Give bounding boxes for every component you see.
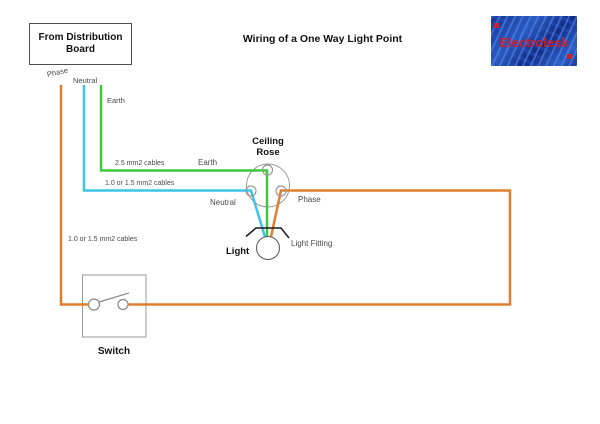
light-fitting-label: Light Fitting <box>291 239 333 248</box>
switch-lever <box>97 292 130 304</box>
neutral-label-run: Neutral <box>210 198 236 207</box>
switch-terminal-left <box>87 298 101 311</box>
earth-wire <box>99 85 269 237</box>
logo-square-bottom-right <box>567 54 572 59</box>
earth-label-run: Earth <box>198 158 218 167</box>
distribution-board-box: From Distribution Board <box>29 23 132 65</box>
light-bulb <box>256 236 280 260</box>
page-title: Wiring of a One Way Light Point <box>242 33 403 45</box>
neutral-label-top: Neutral <box>73 76 98 85</box>
phase-wire-feed <box>59 85 89 306</box>
light-label: Light <box>226 246 250 257</box>
earth-label-top: Earth <box>107 96 125 105</box>
switch-label: Switch <box>97 346 131 357</box>
rose-cable-size-label: 1.0 or 1.5 mm2 cables <box>105 180 175 187</box>
rose-earth-terminal <box>261 164 274 176</box>
logo-square-top-left <box>494 23 499 28</box>
distribution-board-label: From Distribution Board <box>38 31 123 56</box>
rose-neutral-terminal <box>245 185 257 197</box>
rose-phase-terminal <box>275 185 287 197</box>
ceiling-rose-label: Ceiling Rose <box>252 136 284 158</box>
brand-logo: Electrolesk <box>491 16 577 66</box>
logo-text: Electrolesk <box>499 35 569 50</box>
phase-wire-switched <box>128 189 512 306</box>
switch-cable-size-label: 1.0 or 1.5 mm2 cables <box>68 236 138 243</box>
phase-label-run: Phase <box>298 195 321 204</box>
switch-terminal-right <box>117 298 129 311</box>
neutral-wire <box>82 85 267 238</box>
earth-cable-size-label: 2.5 mm2 cables <box>115 160 165 167</box>
light-fitting-bracket <box>245 227 290 239</box>
